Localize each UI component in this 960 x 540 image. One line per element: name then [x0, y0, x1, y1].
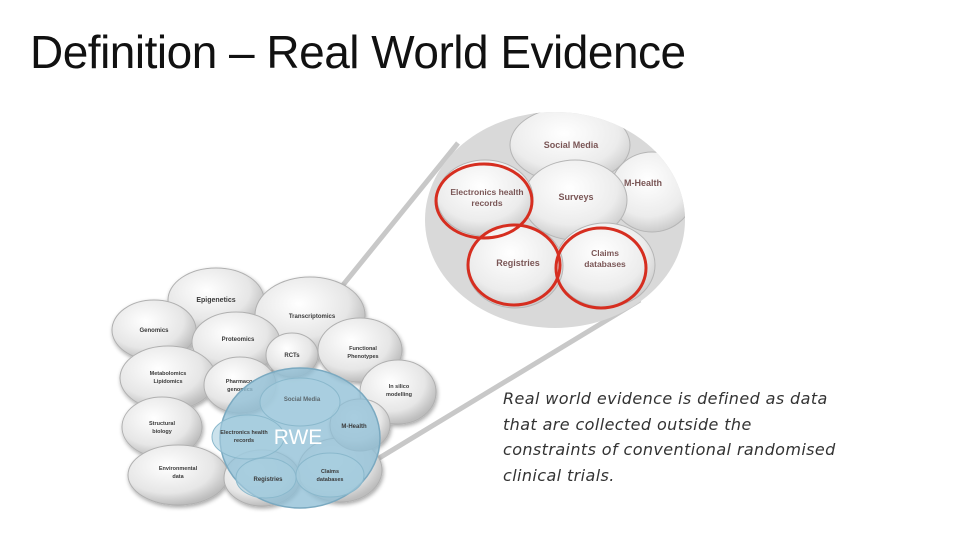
rwe-label: RWE — [274, 426, 323, 449]
rwe-label-social-media: Social Media — [284, 397, 321, 403]
rwe-label-mhealth: M-Health — [341, 424, 367, 430]
label-transcriptomics: Transcriptomics — [289, 314, 336, 320]
label-epigenetics: Epigenetics — [196, 297, 235, 304]
zoom-label-social-media: Social Media — [544, 140, 600, 150]
label-proteomics: Proteomics — [222, 337, 255, 343]
rwe-label-registries: Registries — [253, 477, 283, 483]
rwe-definition-text: Real world evidence is defined as data t… — [503, 386, 843, 488]
label-rcts: RCTs — [284, 353, 300, 359]
zoom-label-mhealth: M-Health — [624, 178, 662, 188]
label-genomics: Genomics — [139, 328, 169, 334]
zoom-label-registries: Registries — [496, 258, 540, 268]
zoom-label-surveys: Surveys — [558, 192, 593, 202]
